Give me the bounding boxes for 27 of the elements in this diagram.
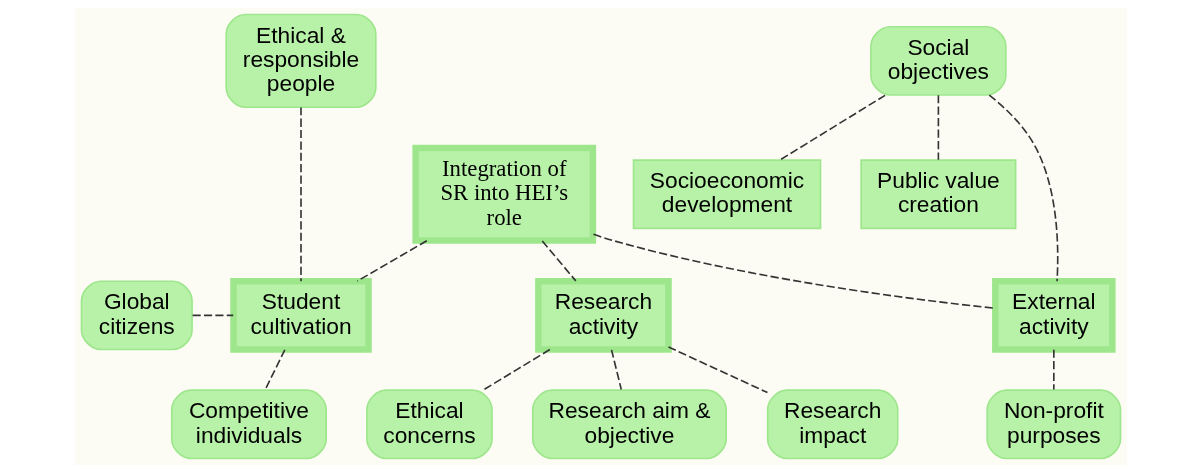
node-box: Non-profit purposes xyxy=(985,389,1121,460)
node-box: Socioeconomic development xyxy=(632,159,821,230)
connector xyxy=(988,94,1058,282)
connector xyxy=(481,348,551,391)
connector xyxy=(264,349,286,391)
node-box: Global citizens xyxy=(80,280,193,351)
node-box: Student cultivation xyxy=(229,277,372,353)
node-box: Public value creation xyxy=(859,159,1016,230)
connector xyxy=(541,240,577,282)
connector xyxy=(610,349,622,391)
node-box: Competitive individuals xyxy=(170,389,327,460)
node-box: Research impact xyxy=(766,389,899,460)
connector xyxy=(937,94,939,161)
node-box: External activity xyxy=(991,277,1116,353)
node-box: Research activity xyxy=(534,277,672,353)
connector xyxy=(299,106,302,282)
node-box: Ethical & responsible people xyxy=(224,13,377,109)
connector xyxy=(356,239,428,282)
connector xyxy=(779,94,886,161)
connector xyxy=(191,314,234,317)
node-box: Social objectives xyxy=(869,25,1007,96)
node-box: Integration of SR into HEI’s role xyxy=(411,144,596,244)
node-box: Research aim & objective xyxy=(531,389,727,460)
connector xyxy=(592,233,996,310)
connector xyxy=(667,346,768,394)
connector xyxy=(1052,349,1055,391)
node-box: Ethical concerns xyxy=(365,389,493,460)
